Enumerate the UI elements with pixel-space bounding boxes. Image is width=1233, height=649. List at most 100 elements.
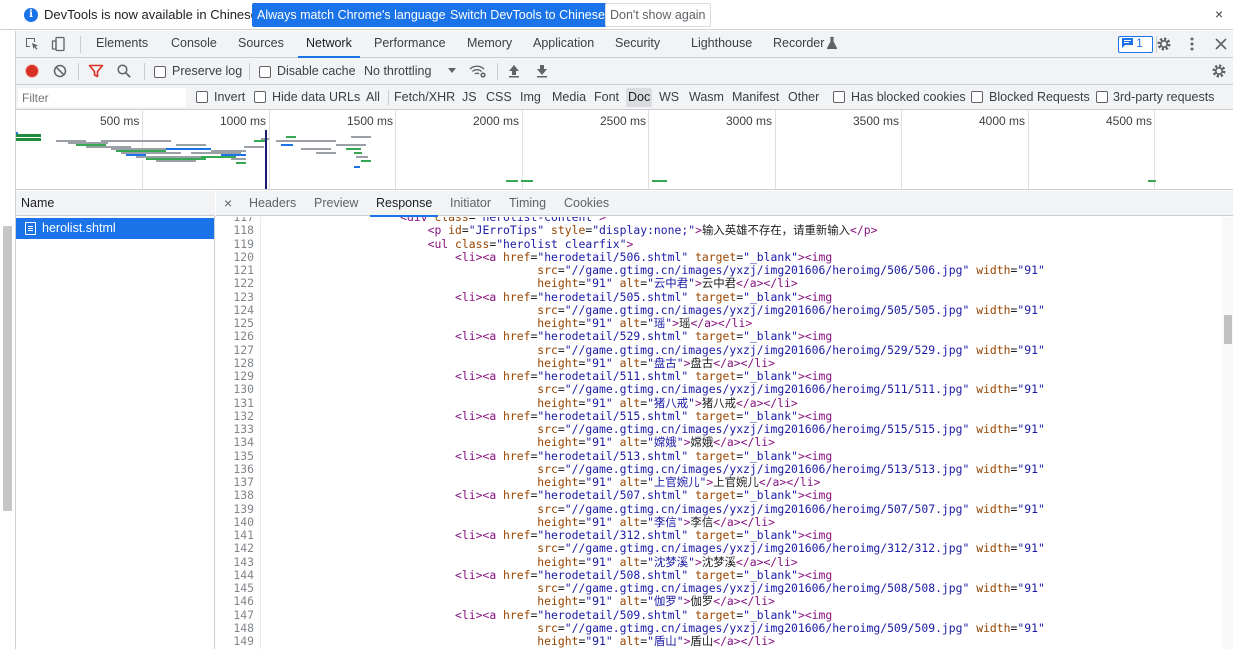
overview-request-bar bbox=[356, 156, 368, 158]
code-line: 128 height="91" alt="盘古">盘古</a></li> bbox=[216, 355, 1220, 370]
type-filter-font[interactable]: Font bbox=[594, 90, 620, 104]
search-icon[interactable] bbox=[116, 63, 132, 79]
page-scrollbar-thumb[interactable] bbox=[3, 226, 12, 511]
line-number: 129 bbox=[233, 369, 254, 383]
code-line: 120 <li><a href="herodetail/506.shtml" t… bbox=[216, 250, 1220, 264]
type-filter-css[interactable]: CSS bbox=[486, 90, 512, 104]
tab-console[interactable]: Console bbox=[171, 36, 217, 50]
overview-request-bar bbox=[121, 152, 181, 154]
type-filter-doc[interactable]: Doc bbox=[626, 88, 653, 107]
network-conditions-icon[interactable] bbox=[469, 63, 486, 79]
overview-gridline bbox=[1028, 110, 1029, 189]
close-devtools-icon[interactable] bbox=[1213, 36, 1229, 52]
invert-checkbox[interactable] bbox=[196, 91, 208, 103]
filter-input[interactable] bbox=[18, 88, 186, 107]
response-source-viewer[interactable]: 117 <div class="herolist-content">118 <p… bbox=[216, 217, 1220, 649]
type-filter-ws[interactable]: WS bbox=[659, 90, 680, 104]
request-detail-pane: × Headers Preview Response Initiator Tim… bbox=[216, 191, 1233, 649]
type-filter-all[interactable]: All bbox=[366, 90, 380, 104]
name-column-header[interactable]: Name bbox=[16, 191, 215, 216]
settings-gear-icon[interactable] bbox=[1156, 36, 1172, 52]
blocked-requests-label: Blocked Requests bbox=[989, 90, 1090, 104]
overview-request-bar bbox=[191, 152, 241, 154]
overview-request-bar bbox=[116, 150, 166, 152]
response-scrollbar-thumb[interactable] bbox=[1224, 315, 1232, 344]
tab-elements[interactable]: Elements bbox=[96, 36, 149, 50]
overview-gridline bbox=[395, 110, 396, 189]
blocked-requests-checkbox[interactable] bbox=[971, 91, 983, 103]
preserve-log-checkbox[interactable] bbox=[154, 66, 166, 78]
line-number: 132 bbox=[233, 408, 254, 423]
import-har-icon[interactable] bbox=[506, 63, 522, 79]
tab-timing[interactable]: Timing bbox=[509, 196, 547, 210]
line-text: src="//game.gtimg.cn/images/yxzj/img2016… bbox=[530, 422, 1045, 436]
overview-request-bar bbox=[506, 180, 518, 182]
type-filter-fetch-xhr[interactable]: Fetch/XHR bbox=[394, 90, 456, 104]
overview-request-bar bbox=[146, 158, 206, 160]
network-overview[interactable]: 500 ms 1000 ms 1500 ms 2000 ms 2500 ms 3… bbox=[16, 110, 1233, 190]
response-scrollbar[interactable] bbox=[1222, 217, 1233, 649]
match-language-button[interactable]: Always match Chrome's language bbox=[252, 3, 451, 27]
tab-response[interactable]: Response bbox=[369, 191, 439, 217]
devtools-tabbar: Elements Console Sources Network Perform… bbox=[16, 31, 1233, 58]
infobar-message: DevTools is now available in Chinese! bbox=[44, 7, 262, 22]
dropdown-arrow-icon[interactable] bbox=[444, 64, 460, 80]
type-filter-img[interactable]: Img bbox=[520, 90, 541, 104]
tabbar-separator bbox=[80, 36, 81, 53]
tab-network[interactable]: Network bbox=[298, 31, 360, 58]
record-icon[interactable] bbox=[24, 63, 40, 79]
line-text: height="91" alt="瑶">瑶</a></li> bbox=[530, 316, 753, 330]
type-filter-js[interactable]: JS bbox=[462, 90, 477, 104]
blocked-cookies-checkbox[interactable] bbox=[833, 91, 845, 103]
type-filter-media[interactable]: Media bbox=[552, 90, 587, 104]
type-filter-wasm[interactable]: Wasm bbox=[689, 90, 724, 104]
close-detail-icon[interactable]: × bbox=[224, 195, 233, 211]
close-infobar-icon[interactable]: × bbox=[1215, 6, 1224, 22]
line-text: <div class="herolist-content"> bbox=[400, 217, 606, 224]
line-text: <li><a href="herodetail/508.shtml" targe… bbox=[455, 567, 833, 582]
code-line: 118 <p id="JErroTips" style="display:non… bbox=[216, 223, 1220, 237]
clear-icon[interactable] bbox=[52, 63, 68, 79]
line-text: <li><a href="herodetail/507.shtml" targe… bbox=[455, 488, 833, 503]
issues-badge[interactable]: 1 bbox=[1118, 36, 1153, 53]
tab-sources[interactable]: Sources bbox=[238, 36, 284, 50]
tab-lighthouse[interactable]: Lighthouse bbox=[691, 36, 753, 50]
tab-performance[interactable]: Performance bbox=[374, 36, 446, 50]
overview-request-bar bbox=[101, 140, 171, 142]
tab-initiator[interactable]: Initiator bbox=[450, 196, 491, 210]
document-icon bbox=[25, 222, 36, 235]
line-number: 136 bbox=[233, 461, 254, 476]
throttling-select[interactable]: No throttling bbox=[364, 64, 432, 78]
overview-request-bar bbox=[231, 158, 246, 160]
type-filter-manifest[interactable]: Manifest bbox=[732, 90, 780, 104]
line-number: 128 bbox=[233, 355, 254, 370]
dont-show-again-button[interactable]: Don't show again bbox=[605, 3, 711, 27]
device-toolbar-icon[interactable] bbox=[51, 36, 67, 52]
tab-headers[interactable]: Headers bbox=[249, 196, 297, 210]
switch-language-button[interactable]: Switch DevTools to Chinese bbox=[445, 3, 610, 27]
tab-cookies[interactable]: Cookies bbox=[564, 196, 610, 210]
type-filter-other[interactable]: Other bbox=[788, 90, 820, 104]
code-line: 117 <div class="herolist-content"> bbox=[216, 217, 1220, 224]
request-row[interactable]: herolist.shtml bbox=[16, 218, 214, 239]
third-party-checkbox[interactable] bbox=[1096, 91, 1108, 103]
more-options-icon[interactable] bbox=[1184, 36, 1200, 52]
overview-request-bar bbox=[652, 180, 667, 182]
code-line: 135 <li><a href="herodetail/513.shtml" t… bbox=[216, 449, 1220, 463]
tab-preview[interactable]: Preview bbox=[314, 196, 359, 210]
network-settings-gear-icon[interactable] bbox=[1211, 63, 1227, 79]
code-line: 146 height="91" alt="伽罗">伽罗</a></li> bbox=[216, 594, 1220, 608]
overview-tick-label: 3500 ms bbox=[853, 114, 900, 128]
tab-security[interactable]: Security bbox=[615, 36, 661, 50]
tab-recorder[interactable]: Recorder bbox=[773, 36, 825, 50]
tab-memory[interactable]: Memory bbox=[467, 36, 513, 50]
overview-gridline bbox=[269, 110, 270, 189]
export-har-icon[interactable] bbox=[534, 63, 550, 79]
disable-cache-checkbox[interactable] bbox=[259, 66, 271, 78]
hide-data-urls-checkbox[interactable] bbox=[254, 91, 266, 103]
tab-application[interactable]: Application bbox=[533, 36, 595, 50]
filter-icon[interactable] bbox=[88, 63, 104, 79]
overview-request-bar bbox=[16, 134, 41, 137]
line-number: 127 bbox=[233, 342, 254, 357]
inspect-element-icon[interactable] bbox=[24, 36, 40, 52]
